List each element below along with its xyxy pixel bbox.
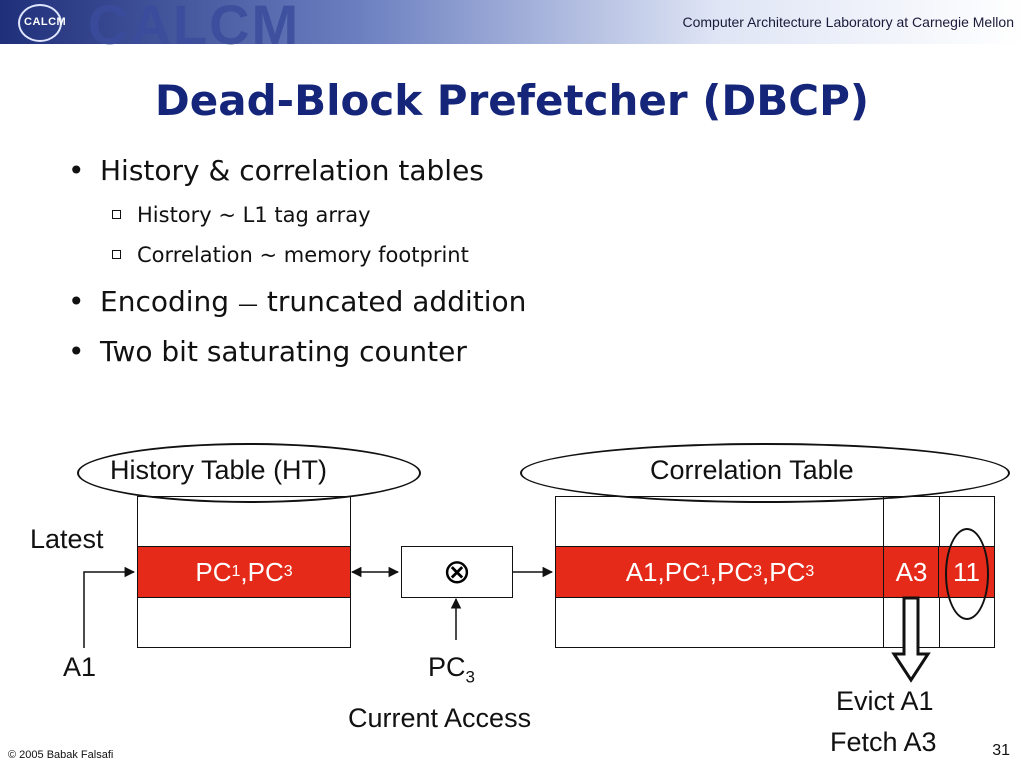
logo-watermark: CALCM (88, 0, 301, 56)
logo-small-text: CALCM (24, 16, 67, 28)
current-access-label: Current Access (348, 703, 532, 733)
pc3-label: PC3 (428, 652, 475, 687)
evict-label: Evict A1 (836, 686, 934, 716)
copyright: © 2005 Babak Falsafi (8, 749, 114, 761)
square-bullet-icon (112, 210, 121, 219)
latest-label: Latest (30, 524, 104, 554)
correlation-table-label: Correlation Table (650, 455, 854, 485)
a1-label: A1 (63, 652, 97, 682)
combine-box: ⊗ (401, 546, 513, 598)
square-bullet-icon (112, 250, 121, 259)
lab-name: Computer Architecture Laboratory at Carn… (682, 14, 1014, 30)
bullet-1: •History & correlation tables (68, 154, 484, 187)
counter-highlight-ellipse (945, 528, 989, 620)
bullet-2: •Encoding — truncated addition (68, 285, 527, 318)
header-bar: CALCM CALCM Computer Architecture Labora… (0, 0, 1024, 56)
sub-bullet-2: Correlation ~ memory footprint (112, 243, 469, 267)
circled-times-icon: ⊗ (442, 553, 472, 591)
page-number: 31 (992, 742, 1010, 759)
sub-bullet-1: History ~ L1 tag array (112, 203, 371, 227)
a1-to-history-arrow (83, 566, 136, 648)
correlation-table-ellipse (520, 443, 1010, 503)
slide-title: Dead-Block Prefetcher (DBCP) (154, 76, 870, 125)
history-table-ellipse (77, 443, 421, 503)
fetch-label: Fetch A3 (830, 727, 937, 757)
history-table-label: History Table (HT) (110, 455, 328, 485)
evict-down-arrow-icon (891, 596, 931, 683)
calcm-logo-icon (18, 4, 62, 42)
bullet-3: •Two bit saturating counter (68, 335, 467, 368)
